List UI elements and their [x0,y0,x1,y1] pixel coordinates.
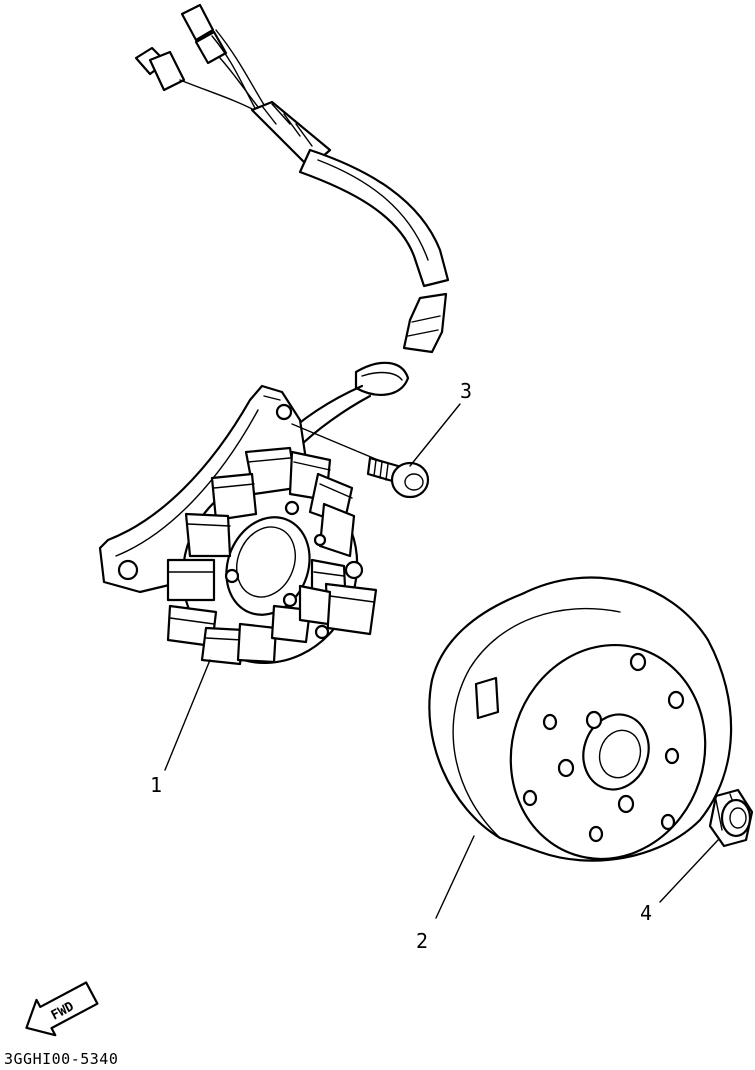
stator-assembly [98,384,378,666]
leader-line-1 [164,659,211,771]
leader-line-4 [659,839,719,903]
callout-2: 2 [416,929,428,953]
callout-1: 1 [150,773,162,797]
leader-line-3 [409,403,461,467]
callout-3: 3 [460,379,472,403]
screw [291,423,430,499]
fwd-arrow: FWD [25,981,99,1037]
callout-4: 4 [640,901,652,925]
nut [708,788,754,848]
rotor-bolt-holes [522,652,685,843]
rotor-flywheel [428,576,733,862]
wire-harness [134,3,450,450]
stator-coils [166,446,378,666]
leader-line-2 [435,835,475,919]
part-code: 3GGHI00-5340 [4,1050,119,1068]
